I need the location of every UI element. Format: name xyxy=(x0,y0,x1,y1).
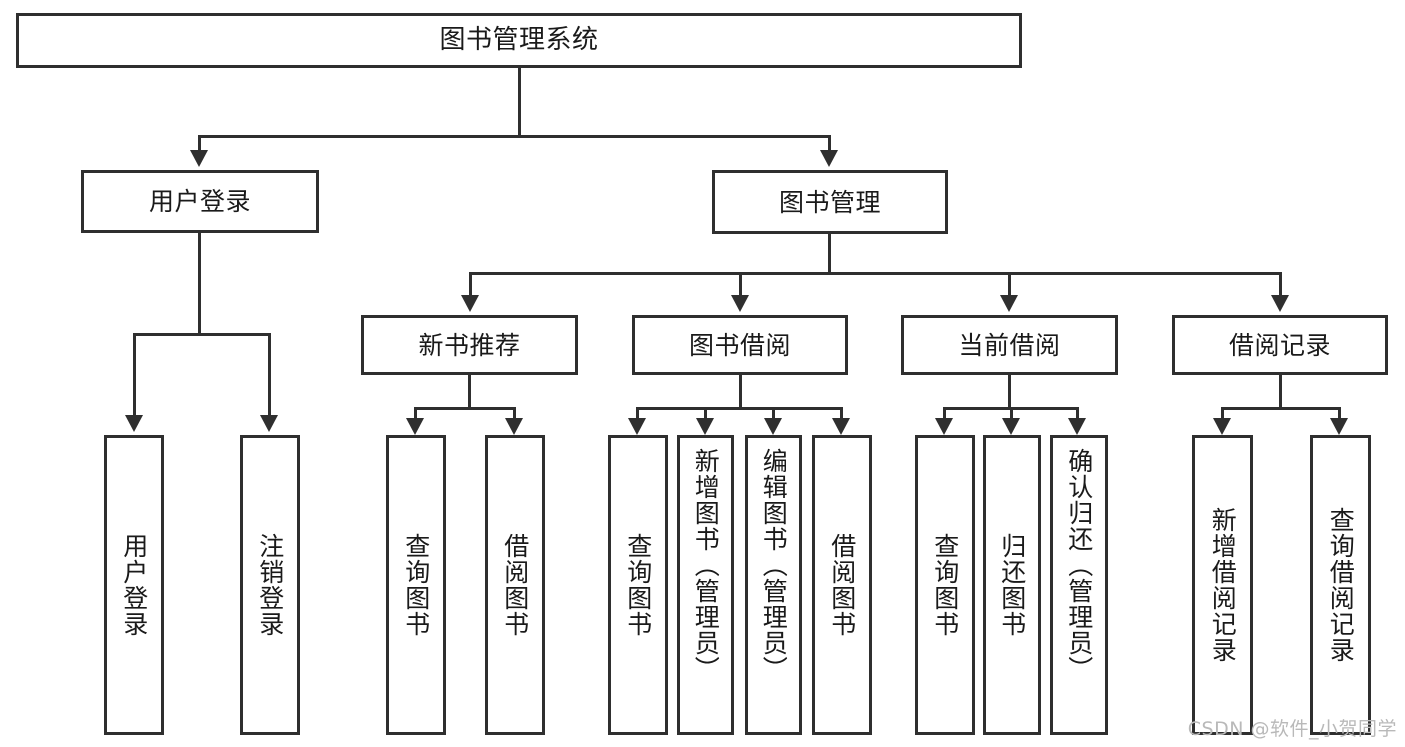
leaf-query-book-current[interactable]: 查询图书 xyxy=(915,435,975,735)
arrowhead-leaf-add-book-admin xyxy=(696,418,714,435)
node-label: 当前借阅 xyxy=(958,330,1061,360)
node-label: 借阅图书 xyxy=(827,533,857,637)
connector-recommend-to-leaf-2 xyxy=(513,407,516,419)
connector-borrow-to-leaf-2 xyxy=(704,407,707,419)
leaf-edit-book-admin[interactable]: 编辑图书（管理员） xyxy=(745,435,802,735)
node-label: 确认归还（管理员） xyxy=(1064,448,1094,682)
node-current-borrow[interactable]: 当前借阅 xyxy=(901,315,1118,375)
connector-current-to-leaf-3 xyxy=(1076,407,1079,419)
leaf-query-borrow-record[interactable]: 查询借阅记录 xyxy=(1310,435,1371,735)
node-book-borrow[interactable]: 图书借阅 xyxy=(632,315,848,375)
connector-recommend-to-leaf-1 xyxy=(414,407,417,419)
connector-user-login-to-leaf-1 xyxy=(133,333,136,417)
connector-bm-to-borrow xyxy=(739,272,742,296)
csdn-watermark: CSDN @软件_小贺同学 xyxy=(1187,718,1397,740)
node-new-book-recommend[interactable]: 新书推荐 xyxy=(361,315,578,375)
node-borrow-record[interactable]: 借阅记录 xyxy=(1172,315,1388,375)
connector-current-stem xyxy=(1008,375,1011,409)
leaf-logout-login[interactable]: 注销登录 xyxy=(240,435,300,735)
connector-record-bus xyxy=(1221,407,1341,410)
leaf-query-book-recommend[interactable]: 查询图书 xyxy=(386,435,446,735)
node-label: 查询图书 xyxy=(930,533,960,637)
arrowhead-leaf-return-book xyxy=(1002,418,1020,435)
connector-user-login-to-leaf-2 xyxy=(268,333,271,417)
arrowhead-leaf-logout-login xyxy=(260,415,278,432)
node-label: 新增图书（管理员） xyxy=(691,448,721,682)
leaf-add-book-admin[interactable]: 新增图书（管理员） xyxy=(677,435,734,735)
arrowhead-borrow-record xyxy=(1271,295,1289,312)
arrowhead-leaf-query-book-borrow xyxy=(628,418,646,435)
connector-recommend-stem xyxy=(468,375,471,409)
connector-bm-to-recommend xyxy=(469,272,472,296)
arrowhead-book-borrow xyxy=(731,295,749,312)
leaf-add-borrow-record[interactable]: 新增借阅记录 xyxy=(1192,435,1253,735)
node-label: 图书借阅 xyxy=(688,330,791,360)
connector-user-login-stem xyxy=(198,233,201,335)
connector-borrow-stem xyxy=(739,375,742,409)
node-label: 编辑图书（管理员） xyxy=(759,448,789,682)
connector-user-login-bus xyxy=(133,333,271,336)
arrowhead-leaf-confirm-return-admin xyxy=(1068,418,1086,435)
connector-current-to-leaf-2 xyxy=(1010,407,1013,419)
node-label: 查询图书 xyxy=(401,533,431,637)
connector-borrow-bus xyxy=(636,407,841,410)
connector-bm-to-record xyxy=(1279,272,1282,296)
connector-root-to-book-management xyxy=(828,135,831,152)
connector-borrow-to-leaf-3 xyxy=(772,407,775,419)
leaf-return-book[interactable]: 归还图书 xyxy=(983,435,1041,735)
node-label: 借阅记录 xyxy=(1228,330,1331,360)
arrowhead-current-borrow xyxy=(1000,295,1018,312)
node-root-system[interactable]: 图书管理系统 xyxy=(16,13,1022,68)
node-label: 查询图书 xyxy=(623,533,653,637)
connector-book-management-stem xyxy=(828,234,831,274)
node-label: 归还图书 xyxy=(997,533,1027,637)
node-label: 用户登录 xyxy=(119,533,149,637)
leaf-borrow-book[interactable]: 借阅图书 xyxy=(812,435,872,735)
connector-bm-to-current xyxy=(1008,272,1011,296)
connector-current-to-leaf-1 xyxy=(943,407,946,419)
arrowhead-leaf-add-borrow-record xyxy=(1213,418,1231,435)
connector-borrow-to-leaf-4 xyxy=(840,407,843,419)
arrowhead-leaf-borrow-book xyxy=(832,418,850,435)
leaf-user-login[interactable]: 用户登录 xyxy=(104,435,164,735)
node-label: 用户登录 xyxy=(148,187,251,216)
node-label: 图书管理系统 xyxy=(439,25,599,56)
node-label: 借阅图书 xyxy=(500,533,530,637)
connector-book-management-bus xyxy=(469,272,1281,275)
arrowhead-new-book-recommend xyxy=(461,295,479,312)
arrowhead-book-management xyxy=(820,150,838,167)
node-label: 图书管理 xyxy=(778,187,881,217)
arrowhead-leaf-query-borrow-record xyxy=(1330,418,1348,435)
node-label: 查询借阅记录 xyxy=(1326,507,1356,663)
connector-borrow-to-leaf-1 xyxy=(636,407,639,419)
leaf-query-book-borrow[interactable]: 查询图书 xyxy=(608,435,668,735)
connector-record-to-leaf-2 xyxy=(1338,407,1341,419)
leaf-confirm-return-admin[interactable]: 确认归还（管理员） xyxy=(1050,435,1108,735)
arrowhead-leaf-query-book-recommend xyxy=(406,418,424,435)
connector-record-to-leaf-1 xyxy=(1221,407,1224,419)
connector-root-bus xyxy=(198,135,831,138)
node-book-management[interactable]: 图书管理 xyxy=(712,170,948,234)
arrowhead-user-login xyxy=(190,150,208,167)
arrowhead-leaf-borrow-book-recommend xyxy=(505,418,523,435)
arrowhead-leaf-edit-book-admin xyxy=(764,418,782,435)
node-label: 注销登录 xyxy=(255,533,285,637)
connector-recommend-bus xyxy=(414,407,516,410)
arrowhead-leaf-user-login xyxy=(125,415,143,432)
connector-root-to-user-login xyxy=(198,135,201,152)
connector-record-stem xyxy=(1279,375,1282,409)
arrowhead-leaf-query-book-current xyxy=(935,418,953,435)
leaf-borrow-book-recommend[interactable]: 借阅图书 xyxy=(485,435,545,735)
connector-root-stem xyxy=(518,68,521,137)
node-label: 新书推荐 xyxy=(418,330,521,360)
node-user-login[interactable]: 用户登录 xyxy=(81,170,319,233)
node-label: 新增借阅记录 xyxy=(1208,507,1238,663)
